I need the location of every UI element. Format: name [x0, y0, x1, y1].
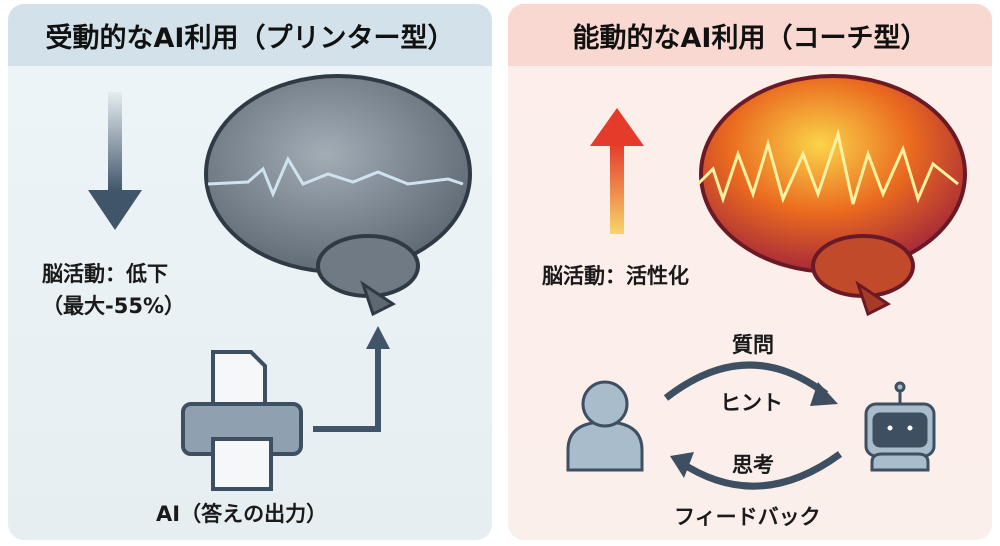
passive-illustration	[88, 74, 472, 491]
loop-label-question: 質問	[732, 333, 774, 357]
active-brain-icon	[696, 74, 967, 317]
brain-activity-label: 脳活動：活性化	[542, 264, 689, 288]
brain-activity-label: 脳活動：低下	[42, 262, 168, 286]
return-loop-arrow	[678, 451, 843, 490]
loop-label-thinking: 思考	[732, 453, 774, 477]
brain-activity-detail: （最大-55%）	[42, 294, 185, 318]
forward-loop-arrow	[663, 361, 829, 401]
down-arrow-icon	[88, 92, 142, 230]
loop-label-feedback: フィードバック	[674, 505, 821, 529]
active-ai-panel: 能動的なAI利用（コーチ型） 脳活動：活性化 質問 ヒント 思考 フィードバック	[508, 4, 992, 540]
loop-label-hint: ヒント	[720, 391, 783, 415]
user-icon	[566, 380, 644, 472]
printer-icon	[181, 350, 303, 491]
robot-icon	[864, 381, 936, 472]
up-arrow-icon	[590, 108, 644, 234]
panel-title: 受動的なAI利用（プリンター型）	[8, 4, 492, 66]
panel-title: 能動的なAI利用（コーチ型）	[508, 4, 992, 66]
active-illustration	[566, 74, 967, 490]
gray-brain-icon	[204, 74, 472, 317]
output-arrow-icon	[313, 344, 381, 432]
passive-ai-panel: 受動的なAI利用（プリンター型） 脳活動：低下 （最大-55%） AI（答えの出…	[8, 4, 492, 540]
printer-label: AI（答えの出力）	[156, 502, 328, 526]
